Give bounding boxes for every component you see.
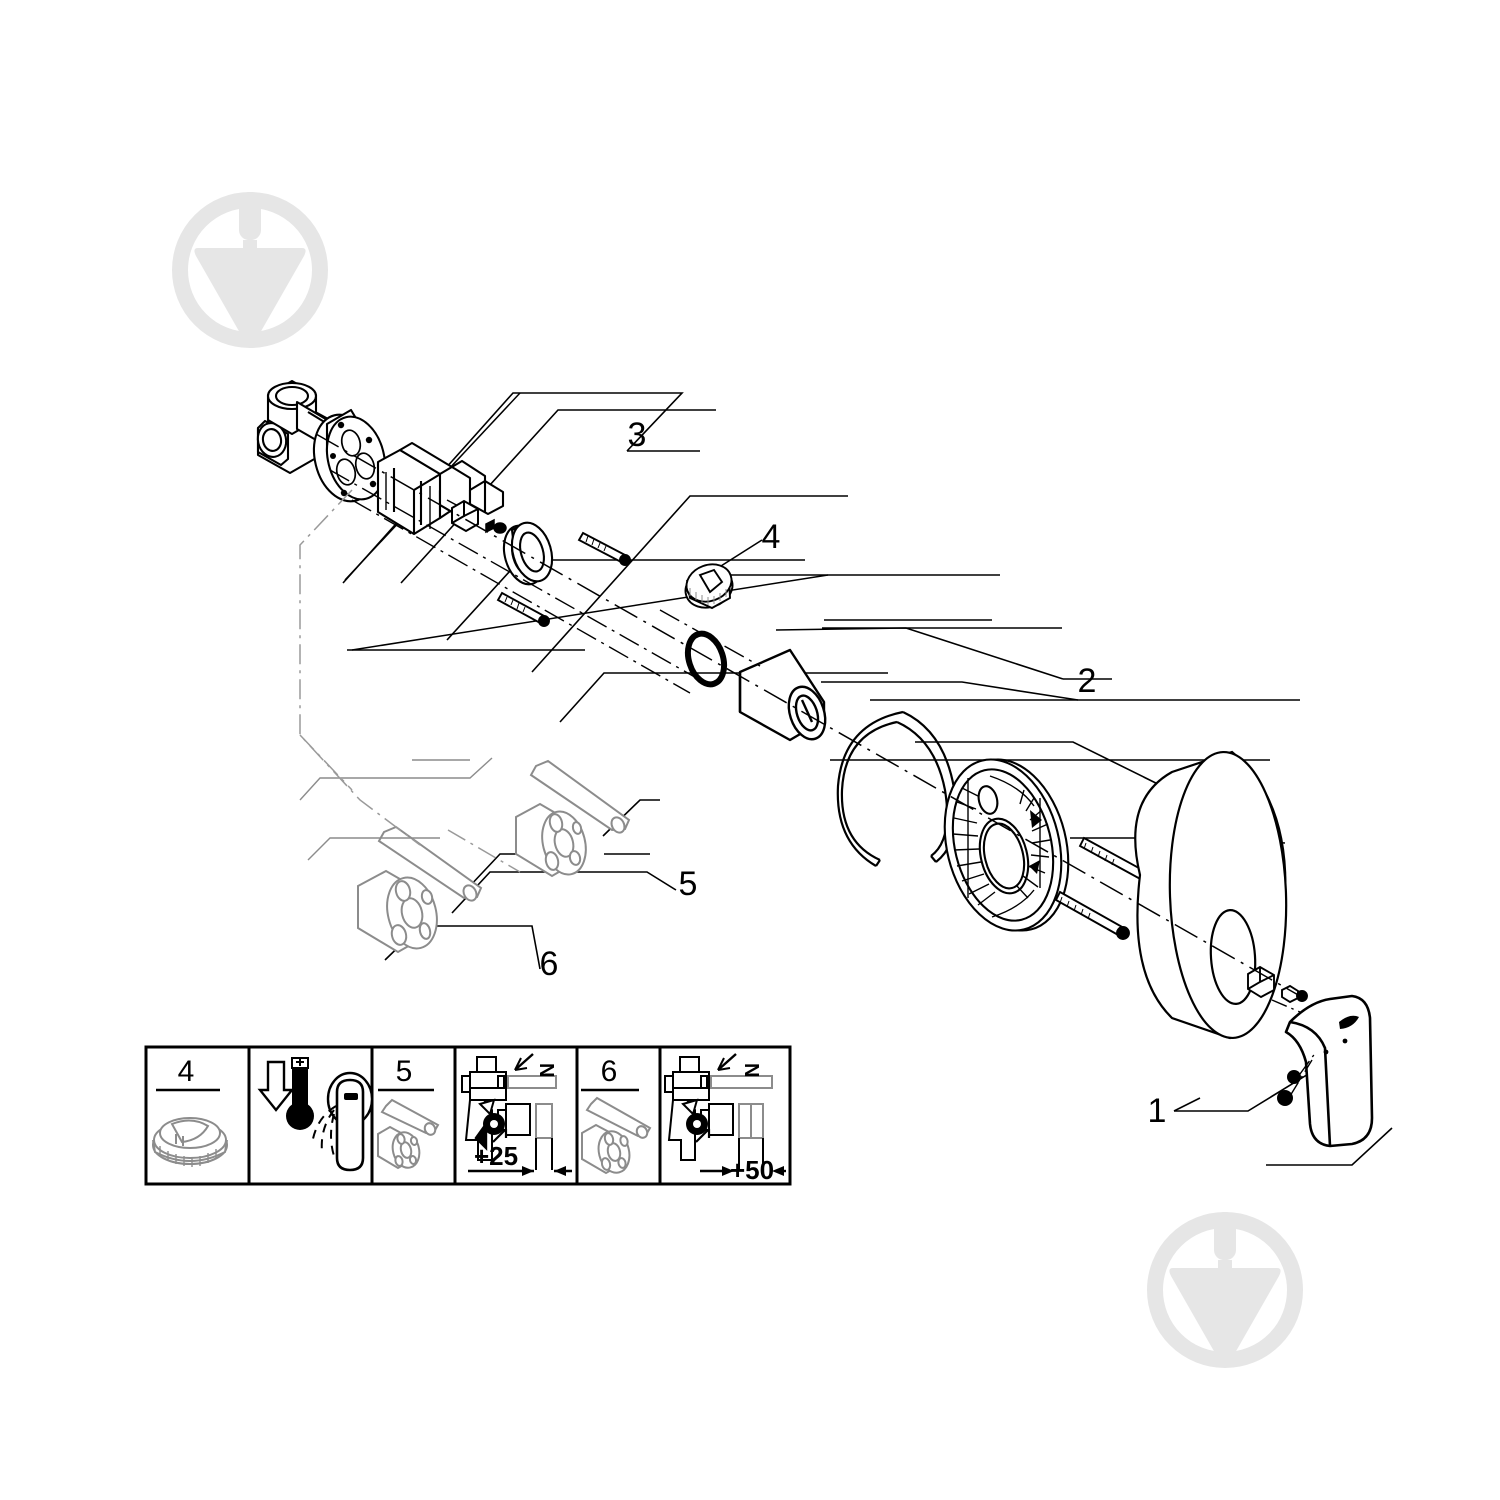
- centerline-axis-secondary: [329, 469, 761, 694]
- callout-number-6: 6: [540, 945, 559, 983]
- construction-lines: [344, 392, 1300, 761]
- callout-number-5: 5: [679, 865, 698, 903]
- instruction-cell-label-6: 6: [601, 1055, 618, 1088]
- part-escutcheon-carrier-2: [943, 758, 1070, 932]
- instruction-cell-label-4: 4: [178, 1055, 195, 1088]
- centerline-axis-main: [315, 433, 1301, 997]
- section-note-n-25: N: [535, 1063, 557, 1077]
- part-rough-in-body-3: [256, 379, 387, 503]
- section-note-n-50: N: [740, 1063, 762, 1077]
- instruction-cell-plus25: N +25: [461, 1053, 572, 1176]
- extension-kit-brackets: [299, 757, 493, 861]
- instruction-cell-plus50: N +50: [664, 1053, 786, 1185]
- part-set-screw-1: [1247, 965, 1308, 1004]
- routing-dash-dot: [299, 489, 521, 873]
- funnel-logo-bottom-right: [1155, 1212, 1295, 1364]
- dimension-label-plus50: +50: [730, 1155, 774, 1185]
- callout-number-2: 2: [1078, 662, 1097, 700]
- part-extension-kit-6: [357, 825, 483, 954]
- section-view-plus25-icon: N +25: [461, 1053, 572, 1176]
- instruction-cell-4: 4: [152, 1055, 228, 1167]
- part-mounting-screws-3: [496, 531, 631, 627]
- extension-kit-50-icon: [581, 1096, 652, 1175]
- part-extension-kit-5: [515, 759, 631, 878]
- instruction-cell-label-5: 5: [396, 1055, 413, 1088]
- aerator-cap-icon: [152, 1117, 228, 1165]
- part-blanking-plugs-1: [1277, 1070, 1301, 1106]
- handle-centerlines: [1271, 999, 1317, 1097]
- callout-number-group: 3 4 2 5 6 1: [540, 416, 1167, 1130]
- instruction-strip: 4: [144, 1045, 792, 1186]
- callout-number-3: 3: [628, 416, 647, 454]
- instruction-cell-6: 6: [581, 1055, 652, 1175]
- callout-number-1: 1: [1148, 1092, 1167, 1130]
- part-cartridge-3: [376, 441, 505, 536]
- part-aerator-cap-4: [684, 563, 734, 610]
- part-snap-ring-2: [836, 710, 957, 867]
- part-hex-nut-3: [451, 499, 479, 533]
- instruction-cell-thermometer: [257, 1057, 374, 1172]
- part-retaining-screw-3: [485, 518, 507, 534]
- part-lever-handle-1: [1284, 994, 1374, 1148]
- part-sleeve-cylinder: [738, 648, 827, 742]
- funnel-logo-top-left: [180, 192, 320, 344]
- part-cover-plate-2: [1134, 750, 1288, 1040]
- part-retaining-ring-3: [502, 521, 554, 586]
- extension-kit-25-icon: [377, 1098, 440, 1170]
- part-o-ring: [684, 630, 728, 688]
- thermometer-down-lever-icon: [257, 1057, 374, 1172]
- section-view-plus50-icon: N +50: [664, 1053, 786, 1185]
- dimension-label-plus25: +25: [474, 1141, 518, 1171]
- callout-number-4: 4: [762, 518, 781, 556]
- instruction-cell-5: 5: [377, 1055, 440, 1170]
